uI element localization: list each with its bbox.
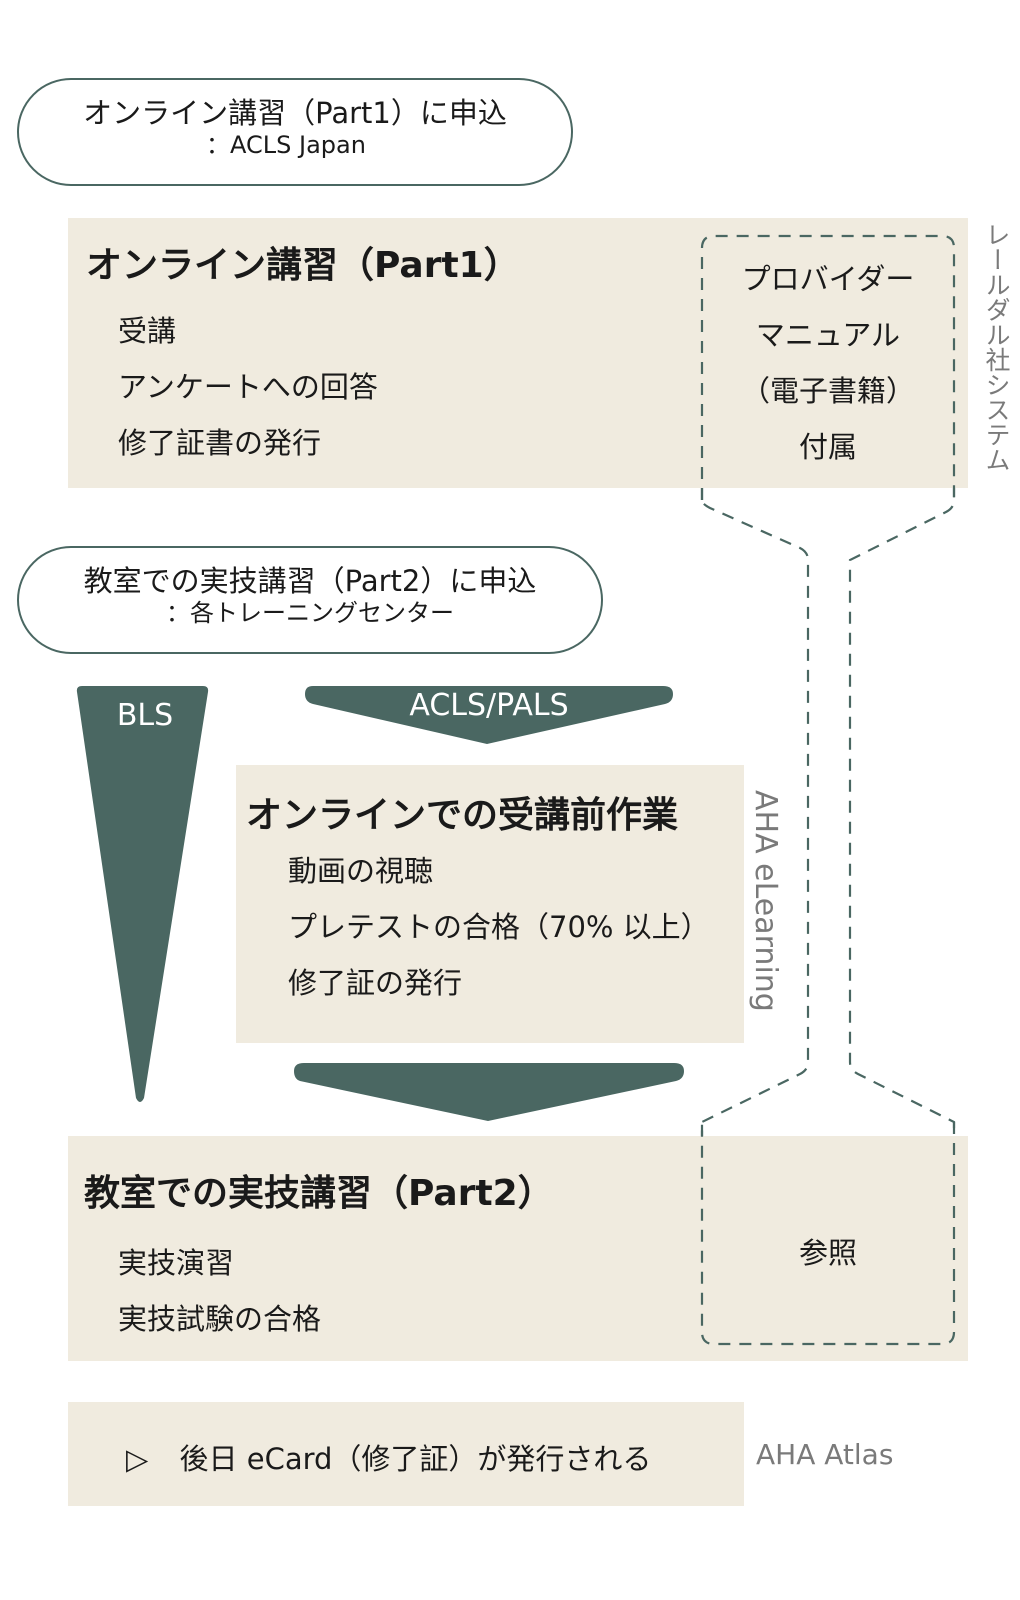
apply-part1-pill: オンライン講習（Part1）に申込 ：ACLS Japan bbox=[17, 78, 573, 186]
reference-label: 参照 bbox=[798, 1236, 857, 1270]
ecard-row: ▷ 後日 eCard（修了証）が発行される bbox=[126, 1436, 651, 1478]
bls-label: BLS bbox=[116, 698, 174, 733]
pre-course-title: オンラインでの受講前作業 bbox=[246, 795, 679, 836]
laerdal-system-label: レールダル社システム bbox=[982, 222, 1011, 472]
pre-course-item-pretest: プレテストの合格（70% 以上） bbox=[288, 910, 710, 944]
manual-line-4: 付属 bbox=[798, 430, 857, 464]
pre-course-item-video: 動画の視聴 bbox=[288, 854, 434, 888]
part1-item-certificate: 修了証書の発行 bbox=[118, 426, 322, 460]
part1-item-attend: 受講 bbox=[118, 314, 177, 348]
apply-part2-title: 教室での実技講習（Part2）に申込 bbox=[83, 564, 537, 598]
manual-line-1: プロバイダー bbox=[741, 262, 915, 296]
bls-arrow-shape bbox=[76, 686, 209, 1102]
ecard-box bbox=[68, 1402, 744, 1506]
acls-pals-arrow-shape bbox=[305, 686, 673, 744]
part1-item-survey: アンケートへの回答 bbox=[118, 370, 378, 404]
part2-title: 教室での実技講習（Part2） bbox=[84, 1173, 554, 1214]
apply-part1-title: オンライン講習（Part1）に申込 bbox=[83, 96, 507, 130]
manual-line-2: マニュアル bbox=[755, 318, 901, 352]
part1-title: オンライン講習（Part1） bbox=[86, 245, 520, 286]
part2-item-exam: 実技試験の合格 bbox=[118, 1302, 322, 1336]
apply-part1-provider: ：ACLS Japan bbox=[206, 130, 366, 159]
part2-item-practice: 実技演習 bbox=[118, 1246, 235, 1280]
pre-course-box bbox=[236, 765, 744, 1043]
down-arrow-shape bbox=[294, 1063, 684, 1121]
aha-atlas-label: AHA Atlas bbox=[756, 1438, 894, 1471]
apply-part2-provider: ：各トレーニングセンター bbox=[166, 598, 454, 627]
manual-line-3: （電子書籍） bbox=[740, 374, 915, 408]
pre-course-item-certificate: 修了証の発行 bbox=[288, 966, 463, 1000]
acls-pals-label: ACLS/PALS bbox=[409, 688, 569, 723]
ecard-text: 後日 eCard（修了証）が発行される bbox=[179, 1442, 652, 1476]
aha-elearning-label: AHA eLearning bbox=[748, 790, 783, 1012]
play-triangle-outline-icon: ▷ bbox=[126, 1442, 149, 1476]
apply-part2-pill: 教室での実技講習（Part2）に申込 ：各トレーニングセンター bbox=[17, 546, 603, 654]
